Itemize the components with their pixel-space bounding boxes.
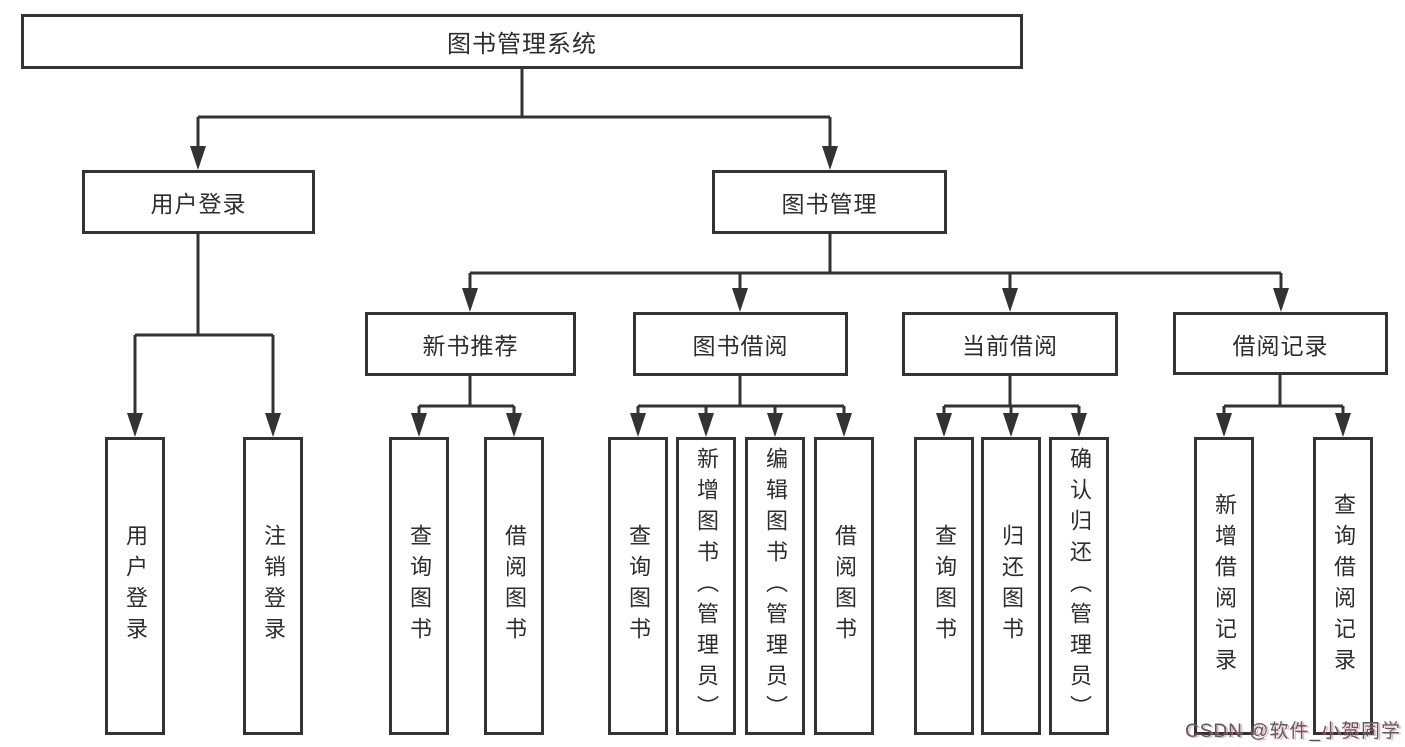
arrowhead xyxy=(732,288,748,312)
node-root-title: 图书管理系统 xyxy=(21,14,1023,69)
leaf-label: 注销登录 xyxy=(261,524,286,648)
connector-user-login xyxy=(133,233,275,416)
connector-root xyxy=(196,69,832,150)
leaf-label: 用户登录 xyxy=(123,524,148,648)
arrowhead xyxy=(411,413,427,437)
csdn-watermark: CSDN @软件_小贺同学 xyxy=(1185,721,1401,742)
arrowhead xyxy=(190,146,206,170)
leaf-borrow-books: 借阅图书 xyxy=(814,437,874,735)
leaf-label: 借阅图书 xyxy=(502,524,527,648)
leaf-query-books-recommend: 查询图书 xyxy=(389,437,449,735)
connector-book-management xyxy=(468,234,1283,292)
arrowhead xyxy=(822,146,838,170)
arrowhead xyxy=(1003,413,1019,437)
connector-book-borrow xyxy=(636,376,846,416)
arrowhead xyxy=(1071,413,1087,437)
leaf-borrow-books-recommend: 借阅图书 xyxy=(484,437,544,735)
leaf-add-borrow-record: 新增借阅记录 xyxy=(1194,437,1254,735)
leaf-logout: 注销登录 xyxy=(243,437,303,735)
leaf-add-books-admin: 新增图书（管理员） xyxy=(676,437,736,735)
leaf-label: 编辑图书（管理员） xyxy=(763,446,788,726)
connector-current-borrow xyxy=(942,376,1081,416)
leaf-edit-books-admin: 编辑图书（管理员） xyxy=(745,437,805,735)
arrowhead xyxy=(506,413,522,437)
arrowhead xyxy=(1335,413,1351,437)
leaf-label: 查询图书 xyxy=(932,524,957,648)
leaf-query-borrow-record: 查询借阅记录 xyxy=(1313,437,1373,735)
leaf-return-books: 归还图书 xyxy=(981,437,1041,735)
leaf-label: 确认归还（管理员） xyxy=(1067,446,1092,726)
connector-new-book-recommend xyxy=(417,376,516,416)
leaf-confirm-return-admin: 确认归还（管理员） xyxy=(1049,437,1109,735)
leaf-user-login: 用户登录 xyxy=(105,437,165,735)
node-borrow-records: 借阅记录 xyxy=(1173,312,1388,375)
arrowhead xyxy=(1002,288,1018,312)
leaf-label: 新增图书（管理员） xyxy=(694,446,719,726)
node-new-book-recommend: 新书推荐 xyxy=(365,312,576,376)
arrowhead xyxy=(1273,288,1289,312)
arrowhead xyxy=(630,413,646,437)
leaf-label: 归还图书 xyxy=(999,524,1024,648)
leaf-query-books-current: 查询图书 xyxy=(914,437,974,735)
leaf-label: 查询图书 xyxy=(626,524,651,648)
arrowhead xyxy=(767,413,783,437)
connector-borrow-records xyxy=(1222,375,1345,416)
arrowhead xyxy=(265,413,281,437)
arrowhead xyxy=(462,288,478,312)
node-current-borrow: 当前借阅 xyxy=(902,312,1118,376)
node-book-management: 图书管理 xyxy=(712,170,947,234)
leaf-label: 新增借阅记录 xyxy=(1212,493,1237,679)
leaf-query-books-borrow: 查询图书 xyxy=(608,437,668,735)
leaf-label: 查询图书 xyxy=(407,524,432,648)
arrowhead xyxy=(936,413,952,437)
arrowhead xyxy=(698,413,714,437)
node-book-borrow: 图书借阅 xyxy=(633,312,848,376)
leaf-label: 查询借阅记录 xyxy=(1331,493,1356,679)
arrowhead xyxy=(127,413,143,437)
arrowhead xyxy=(836,413,852,437)
node-user-login: 用户登录 xyxy=(82,170,315,234)
leaf-label: 借阅图书 xyxy=(832,524,857,648)
arrowhead xyxy=(1216,413,1232,437)
